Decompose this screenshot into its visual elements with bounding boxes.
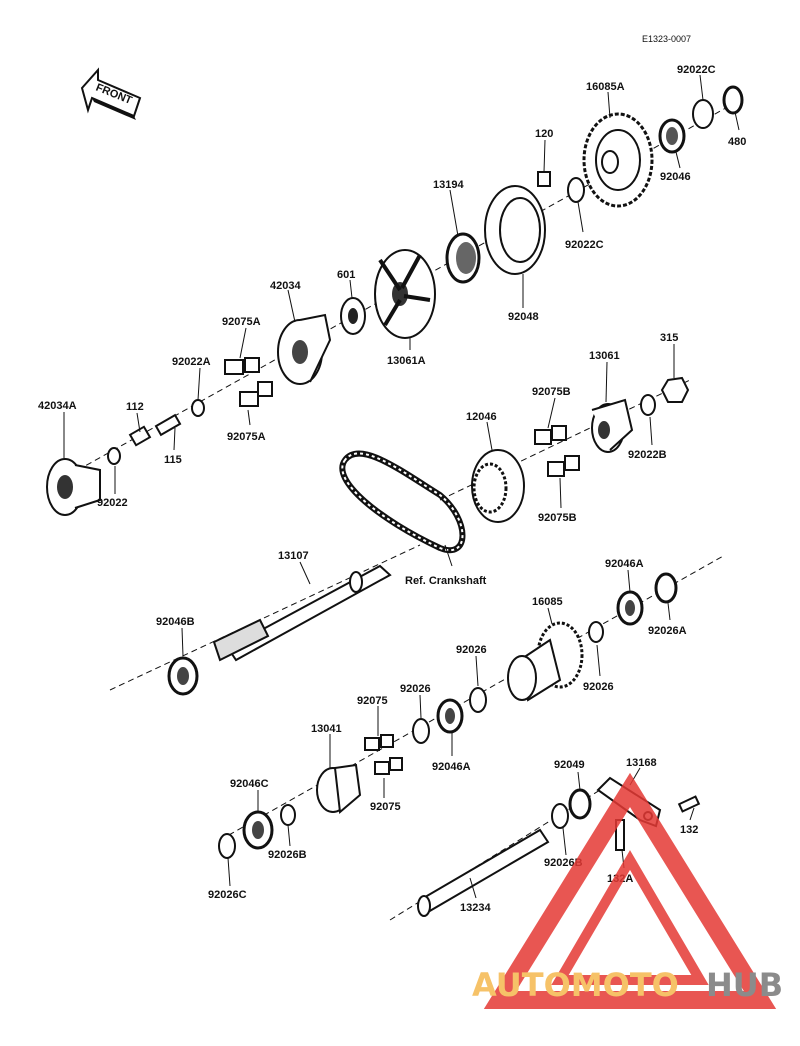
part-92046-bearing <box>658 118 686 154</box>
part-42034A <box>46 458 101 516</box>
label-13061A: 13061A <box>387 355 426 367</box>
part-92046A-right-bearing <box>616 590 644 626</box>
part-120-bolt <box>537 171 551 187</box>
part-92026C-washer <box>218 833 236 859</box>
part-92022C-washer <box>567 177 585 203</box>
part-92075A-dampers <box>224 357 273 407</box>
part-92022A-washer <box>191 399 205 417</box>
drawing-code: E1323-0007 <box>642 34 691 44</box>
part-92048-ring <box>484 185 546 275</box>
part-92046A-left-bearing <box>436 698 464 734</box>
part-92026A-washer <box>654 572 678 604</box>
label-92026C: 92026C <box>208 889 247 901</box>
watermark-triangle-icon <box>483 772 777 1009</box>
part-92026B-washer-left <box>280 804 296 826</box>
part-16085A-sprocket <box>582 112 654 208</box>
part-92049-seal <box>568 788 592 820</box>
part-112-bolt <box>128 425 152 447</box>
part-13041-hub <box>316 763 362 814</box>
front-arrow-icon: FRONT <box>80 67 142 120</box>
part-12046-sprocket <box>471 449 525 523</box>
label-92022A: 92022A <box>172 356 211 368</box>
label-92022B: 92022B <box>628 449 667 461</box>
part-92026-washer-left <box>412 718 430 744</box>
label-92046B: 92046B <box>156 616 195 628</box>
label-120: 120 <box>535 128 553 140</box>
part-315-nut <box>660 376 690 403</box>
label-13041: 13041 <box>311 723 342 735</box>
label-92046A-left: 92046A <box>432 761 471 773</box>
label-315: 315 <box>660 332 678 344</box>
part-92046C-bearing <box>242 810 274 850</box>
part-115-bolt <box>154 413 182 437</box>
part-92075-dampers <box>364 734 403 775</box>
watermark-text-1: AUTOMOTO <box>472 966 679 1004</box>
part-13061A-plate <box>374 249 436 339</box>
part-92046B-bearing <box>167 656 199 696</box>
label-13061: 13061 <box>589 350 620 362</box>
part-92026-washer-right <box>588 621 604 643</box>
part-92026B-washer-right <box>551 803 569 829</box>
label-92075-low: 92075 <box>370 801 401 813</box>
reference-crankshaft-label: Ref. Crankshaft <box>405 575 487 587</box>
label-13194: 13194 <box>433 179 464 191</box>
label-92049: 92049 <box>554 759 585 771</box>
part-13234-shaft <box>389 789 601 921</box>
watermark-logo: AUTOMOTO HUB <box>472 772 783 1009</box>
part-132-bolt <box>677 795 701 813</box>
label-92046A-right: 92046A <box>605 558 644 570</box>
label-92026-a: 92026 <box>456 644 487 656</box>
part-16085-gear <box>507 621 584 702</box>
label-92026A: 92026A <box>648 625 687 637</box>
label-92075A-top: 92075A <box>222 316 261 328</box>
part-92075B-dampers <box>534 425 580 477</box>
label-13234: 13234 <box>460 902 491 914</box>
label-112: 112 <box>126 401 144 413</box>
label-92075A-bot: 92075A <box>227 431 266 443</box>
label-92075B-top: 92075B <box>532 386 571 398</box>
label-92026-c: 92026 <box>400 683 431 695</box>
watermark-text-2: HUB <box>706 966 783 1004</box>
label-92075: 92075 <box>357 695 388 707</box>
part-13061-hub <box>591 398 634 453</box>
part-13107-shaft <box>109 544 421 691</box>
label-92046C: 92046C <box>230 778 269 790</box>
part-13194-roller <box>445 232 481 284</box>
label-92026B-left: 92026B <box>268 849 307 861</box>
part-92022C-top-washer <box>692 99 714 129</box>
label-12046: 12046 <box>466 411 497 423</box>
label-92022: 92022 <box>97 497 128 509</box>
label-92022C-top: 92022C <box>677 64 716 76</box>
label-13168: 13168 <box>626 757 657 769</box>
part-92022-washer <box>107 447 121 465</box>
label-132: 132 <box>680 824 698 836</box>
label-92075B-bot: 92075B <box>538 512 577 524</box>
label-42034A: 42034A <box>38 400 77 412</box>
label-92022C-mid: 92022C <box>565 239 604 251</box>
label-16085A: 16085A <box>586 81 625 93</box>
label-92048: 92048 <box>508 311 539 323</box>
part-601-bearing <box>340 297 366 335</box>
drive-chain <box>339 450 466 567</box>
label-16085: 16085 <box>532 596 563 608</box>
label-480: 480 <box>728 136 746 148</box>
part-92026-washer-mid <box>469 687 487 713</box>
label-92046-top: 92046 <box>660 171 691 183</box>
leader-lines <box>63 74 740 899</box>
part-480-ring <box>722 85 744 115</box>
part-labels: 16085A 92022C 480 120 92046 13194 92022C… <box>38 64 746 914</box>
part-42034-hub <box>277 313 332 385</box>
part-92022B-washer <box>640 394 656 416</box>
label-92026-b: 92026 <box>583 681 614 693</box>
label-115: 115 <box>164 454 182 466</box>
label-42034: 42034 <box>270 280 301 292</box>
label-13107: 13107 <box>278 550 309 562</box>
label-601: 601 <box>337 269 355 281</box>
